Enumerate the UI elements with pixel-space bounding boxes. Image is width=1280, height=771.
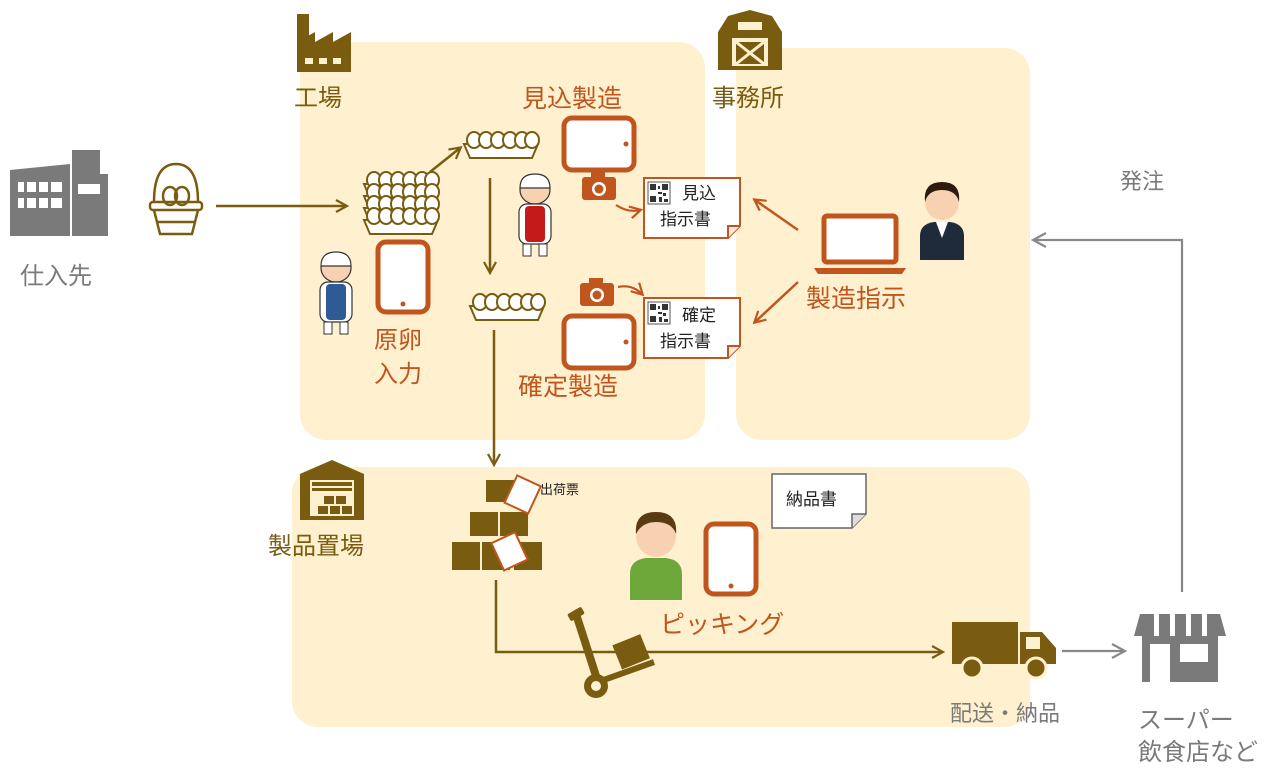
order-label: 発注 (1120, 170, 1165, 195)
picking-label: ピッキング (660, 610, 785, 639)
supplier-label: 仕入先 (20, 262, 92, 290)
tentative-production-label: 見込製造 (522, 84, 623, 113)
factory-icon (297, 14, 351, 72)
storefront-icon (1134, 614, 1226, 682)
boxes-icon (452, 474, 543, 572)
egg-basket-icon (148, 162, 204, 236)
warehouse-icon (300, 460, 364, 520)
confirmed-production-label: 確定製造 (518, 372, 619, 401)
customer-label-1: スーパー (1138, 706, 1234, 734)
picker-icon (630, 512, 682, 600)
raw-egg-input-label-2: 入力 (374, 360, 422, 388)
supplier-building-icon (10, 150, 108, 236)
egg-stack-icon (363, 171, 440, 235)
office-label: 事務所 (712, 84, 784, 112)
laptop-icon (814, 213, 906, 274)
arrow-warehouse-to-truck (494, 580, 942, 652)
arrow-instruction-to-tentative-doc (755, 200, 799, 232)
worker-production-icon (518, 173, 552, 257)
tablet-tentative-icon (564, 118, 634, 170)
customer-label-2: 飲食店など (1138, 738, 1258, 766)
delivery-label: 配送・納品 (950, 702, 1061, 727)
arrow-instruction-to-confirmed-doc (755, 281, 799, 322)
egg-tray-tentative-icon (463, 131, 540, 159)
delivery-note-doc (771, 473, 867, 529)
tablet-confirmed-icon (564, 316, 634, 368)
tablet-picking-icon (703, 521, 759, 597)
arrow-eggs-to-tentative (429, 148, 460, 173)
production-instruction-label: 製造指示 (806, 284, 907, 313)
confirmed-instruction-doc (643, 297, 741, 359)
factory-label: 工場 (294, 84, 342, 112)
tentative-doc-line1: 見込 (682, 184, 716, 204)
tentative-instruction-doc (643, 177, 741, 239)
delivery-note-label: 納品書 (786, 490, 837, 510)
hand-truck-icon (567, 607, 656, 698)
arrow-order (1034, 240, 1184, 592)
factory-panel (300, 42, 705, 440)
arrow-camera-to-tentative-doc (615, 204, 640, 211)
qr-code-icon (647, 301, 671, 325)
office-staff-icon (920, 182, 964, 260)
arrow-camera-to-confirmed-doc (617, 286, 642, 294)
egg-tray-confirmed-icon (469, 293, 546, 321)
qr-code-icon (647, 181, 671, 205)
warehouse-label: 製品置場 (268, 532, 364, 560)
raw-egg-input-label-1: 原卵 (374, 326, 422, 354)
barn-icon (718, 10, 782, 70)
worker-raw-input-icon (319, 251, 353, 335)
shipping-slip-label: 出荷票 (540, 483, 580, 498)
tablet-raw-input-icon (375, 239, 431, 315)
confirmed-doc-line2: 指示書 (660, 332, 711, 352)
delivery-truck-icon (952, 622, 1056, 680)
tentative-doc-line2: 指示書 (660, 210, 711, 230)
confirmed-doc-line1: 確定 (682, 306, 716, 326)
